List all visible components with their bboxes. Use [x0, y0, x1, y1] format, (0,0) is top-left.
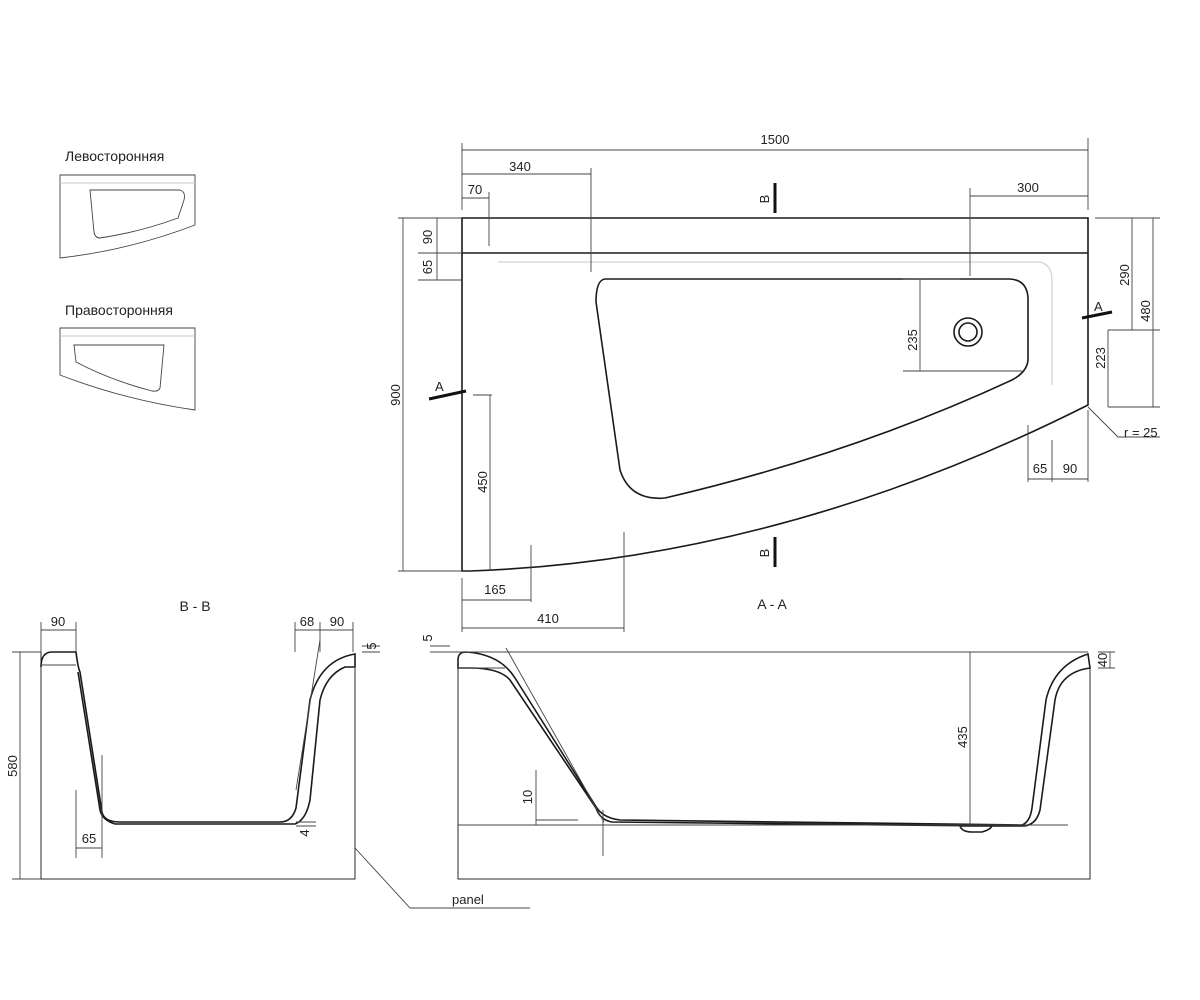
section-mark-a-right: A	[1094, 299, 1103, 314]
bb-dim-580: 580	[5, 755, 20, 777]
aa-dim-40: 40	[1095, 653, 1110, 667]
aa-dim-10: 10	[520, 790, 535, 804]
section-mark-a-left: A	[435, 379, 444, 394]
bb-dim-90-right: 90	[330, 614, 344, 629]
dim-bottom-65: 65	[1033, 461, 1047, 476]
aa-dim-435: 435	[955, 726, 970, 748]
section-bb-profile	[40, 651, 356, 825]
plan-basin	[595, 278, 1029, 500]
aa-dim-5: 5	[420, 634, 435, 641]
section-aa-profile	[457, 651, 1091, 833]
drain-outer	[953, 317, 983, 347]
panel-label: panel	[452, 892, 484, 907]
dim-1500: 1500	[761, 132, 790, 147]
dim-480: 480	[1138, 300, 1153, 322]
drain-inner	[958, 322, 978, 342]
section-bb-title: B - B	[179, 598, 210, 614]
plan-outline	[461, 217, 1089, 572]
dim-450: 450	[475, 471, 490, 493]
section-aa: A - A 5 40 435 10	[420, 596, 1115, 880]
left-variant-thumbnail: Левосторонняя	[59, 148, 196, 259]
dim-radius: r = 25	[1124, 425, 1158, 440]
dim-300: 300	[1017, 180, 1039, 195]
section-aa-title: A - A	[757, 596, 787, 612]
right-variant-label: Правосторонняя	[65, 302, 173, 318]
left-variant-label: Левосторонняя	[65, 148, 164, 164]
dim-bottom-90: 90	[1063, 461, 1077, 476]
dim-340: 340	[509, 159, 531, 174]
section-mark-b-bottom: B	[757, 549, 772, 558]
dim-900: 900	[388, 384, 403, 406]
right-variant-thumbnail: Правосторонняя	[59, 302, 196, 411]
dim-235: 235	[905, 329, 920, 351]
section-bb: B - B 90 68 90 5 580 65 4	[5, 598, 530, 909]
section-mark-b-top: B	[757, 195, 772, 204]
bb-dim-5: 5	[364, 642, 379, 649]
dim-70: 70	[468, 182, 482, 197]
dim-rim-90-left: 90	[420, 230, 435, 244]
dim-165: 165	[484, 582, 506, 597]
plan-view: 1500 340 70 300 900 90 65 450 235	[388, 132, 1160, 632]
dim-223: 223	[1093, 347, 1108, 369]
dim-410: 410	[537, 611, 559, 626]
bb-dim-4: 4	[297, 829, 312, 836]
bb-dim-65: 65	[82, 831, 96, 846]
bb-dim-90-left: 90	[51, 614, 65, 629]
bb-dim-68: 68	[300, 614, 314, 629]
dim-rim-65-left: 65	[420, 260, 435, 274]
dim-290: 290	[1117, 264, 1132, 286]
